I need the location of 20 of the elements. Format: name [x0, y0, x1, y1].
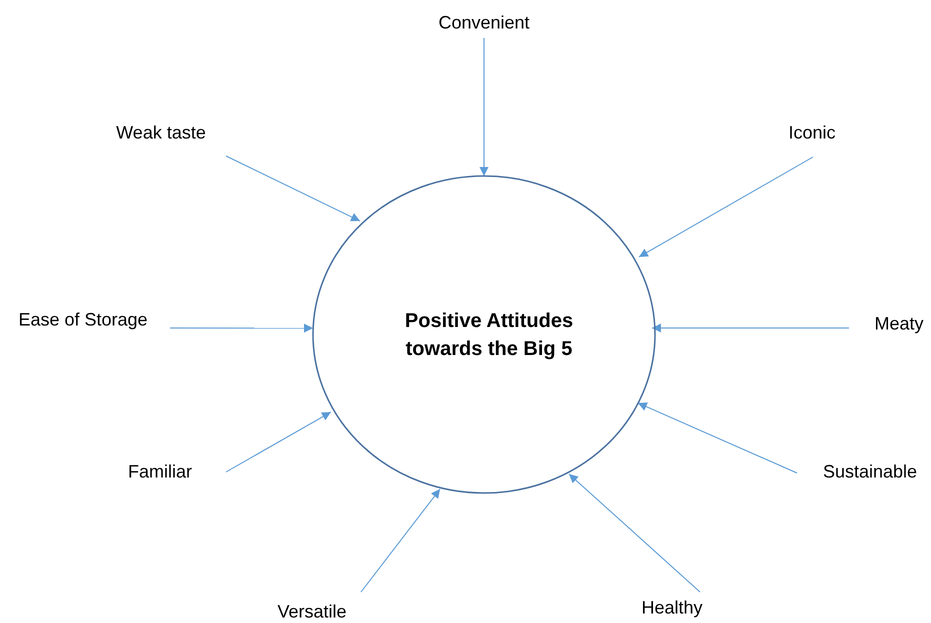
- attitude-label: Familiar: [128, 462, 192, 482]
- attitude-label: Sustainable: [822, 462, 918, 482]
- attitude-label: Convenient: [438, 12, 530, 34]
- attitude-label: Weak taste: [116, 122, 206, 144]
- arrow: [226, 412, 332, 472]
- attitude-label: Ease of Storage: [18, 310, 148, 330]
- node-title: Positive Attitudes towards the Big 5: [404, 308, 574, 362]
- arrow: [651, 324, 850, 332]
- arrow: [226, 156, 361, 222]
- attitude-label: Healthy: [641, 598, 703, 618]
- attitude-label: Versatile: [277, 602, 347, 622]
- arrow: [637, 402, 798, 474]
- arrow: [638, 156, 814, 258]
- attitude-label: Iconic: [788, 122, 836, 144]
- arrow: [360, 488, 441, 592]
- ellipse-node: [313, 176, 655, 493]
- arrow: [170, 324, 314, 333]
- arrow: [568, 473, 700, 592]
- attitude-label: Meaty: [874, 314, 924, 334]
- arrow: [480, 38, 488, 176]
